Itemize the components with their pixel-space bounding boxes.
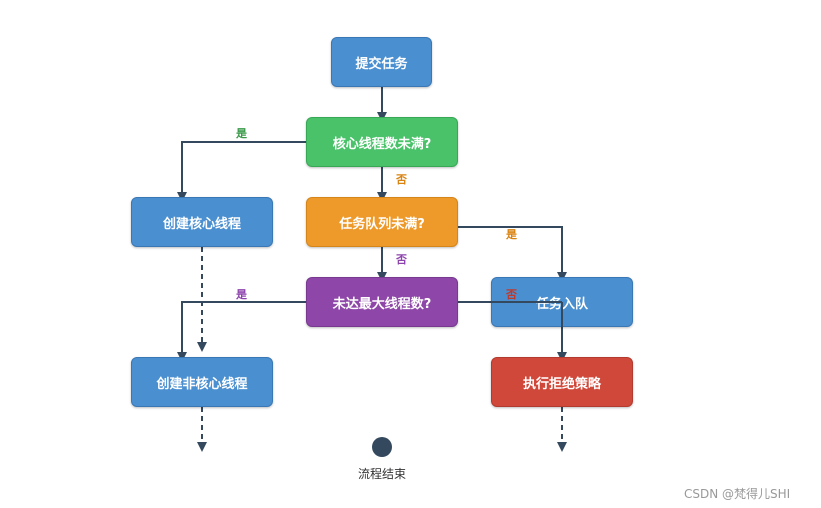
label-queue-no: 否	[396, 253, 407, 266]
label-core-no: 否	[396, 173, 407, 186]
core-threads-check-node: 核心线程数未满?	[306, 117, 458, 167]
submit-task-node: 提交任务	[331, 37, 432, 87]
create-core-thread-node: 创建核心线程	[131, 197, 273, 247]
queue-check-node: 任务队列未满?	[306, 197, 458, 247]
label-max-yes: 是	[236, 288, 247, 301]
label-max-no: 否	[506, 288, 517, 301]
label-core-yes: 是	[236, 127, 247, 140]
flow-end-label: 流程结束	[358, 467, 407, 481]
create-noncore-thread-node: 创建非核心线程	[131, 357, 273, 407]
max-threads-check-node: 未达最大线程数?	[306, 277, 458, 327]
enqueue-task-node: 任务入队	[491, 277, 633, 327]
edge-queue-yes	[457, 226, 567, 282]
reject-policy-node: 执行拒绝策略	[491, 357, 633, 407]
watermark: CSDN @梵得儿SHI	[684, 487, 791, 501]
end-node	[372, 437, 392, 457]
label-queue-yes: 是	[506, 228, 517, 241]
edge-max-yes	[177, 301, 306, 362]
edge-core-yes	[177, 141, 306, 202]
